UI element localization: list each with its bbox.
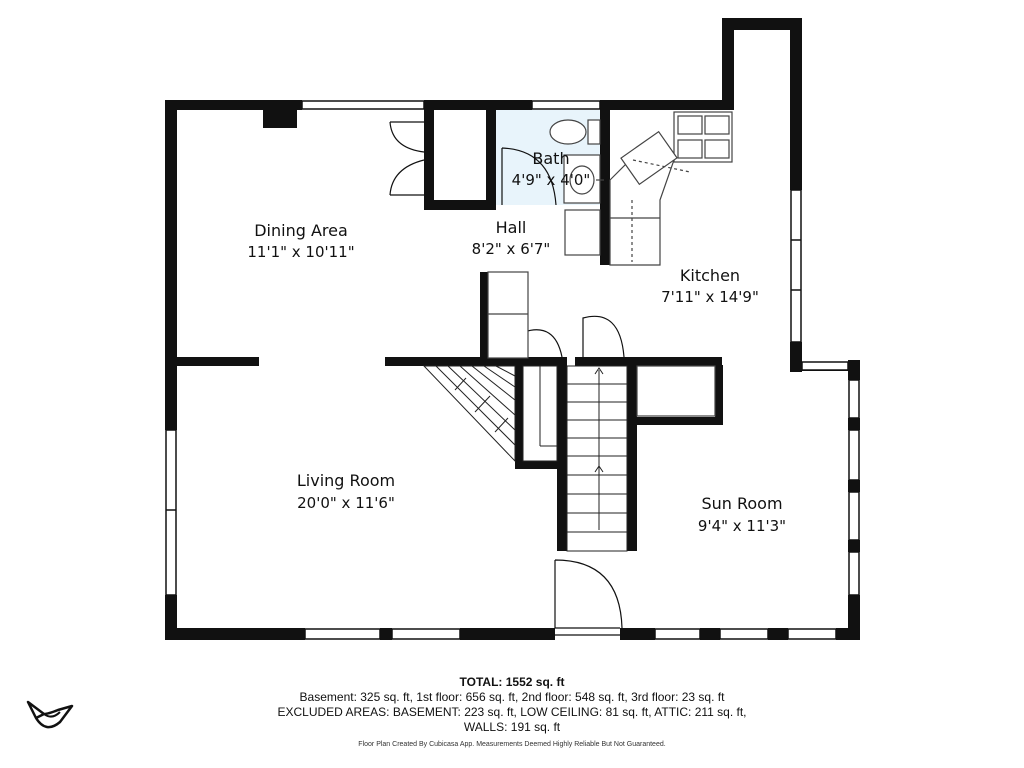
- room-name-sun-room: Sun Room: [701, 494, 782, 513]
- room-dims-kitchen: 7'11" x 14'9": [661, 288, 759, 306]
- walls-area: WALLS: 191 sq. ft: [463, 720, 561, 734]
- stairs: [422, 365, 628, 552]
- room-dims-living-room: 20'0" x 11'6": [297, 494, 395, 512]
- room-name-living-room: Living Room: [297, 471, 395, 490]
- room-name-kitchen: Kitchen: [680, 266, 740, 285]
- floor-areas: Basement: 325 sq. ft, 1st floor: 656 sq.…: [299, 690, 725, 704]
- room-dims-hall: 8'2" x 6'7": [472, 240, 551, 258]
- excluded-areas: EXCLUDED AREAS: BASEMENT: 223 sq. ft, LO…: [277, 705, 747, 719]
- kitchen-fixtures: [487, 111, 733, 417]
- exterior-walls: [165, 18, 860, 640]
- bath-fixtures: [549, 119, 604, 204]
- room-name-dining-area: Dining Area: [254, 221, 348, 240]
- sink: [569, 165, 595, 195]
- sink-basin: [620, 130, 678, 186]
- room-dims-dining-area: 11'1" x 10'11": [247, 243, 354, 261]
- doors: [389, 121, 625, 636]
- room-dims-sun-room: 9'4" x 11'3": [698, 517, 786, 535]
- stove: [673, 111, 733, 163]
- fridge-block: [487, 271, 529, 359]
- room-dims-bath: 4'9" x 4'0": [512, 171, 591, 189]
- windows: [165, 100, 860, 640]
- toilet-tank: [587, 119, 601, 145]
- credit-note: Floor Plan Created By Cubicasa App. Meas…: [358, 741, 666, 748]
- kitchen-cabinet: [636, 365, 716, 417]
- hall-counter: [564, 209, 601, 256]
- room-name-hall: Hall: [496, 218, 527, 237]
- room-labels: Dining Area 11'1" x 10'11" Bath 4'9" x 4…: [247, 149, 786, 535]
- total-area: TOTAL: 1552 sq. ft: [459, 675, 565, 689]
- toilet-bowl: [549, 119, 587, 145]
- cubicasa-bird-icon: [26, 700, 74, 729]
- room-name-bath: Bath: [532, 149, 569, 168]
